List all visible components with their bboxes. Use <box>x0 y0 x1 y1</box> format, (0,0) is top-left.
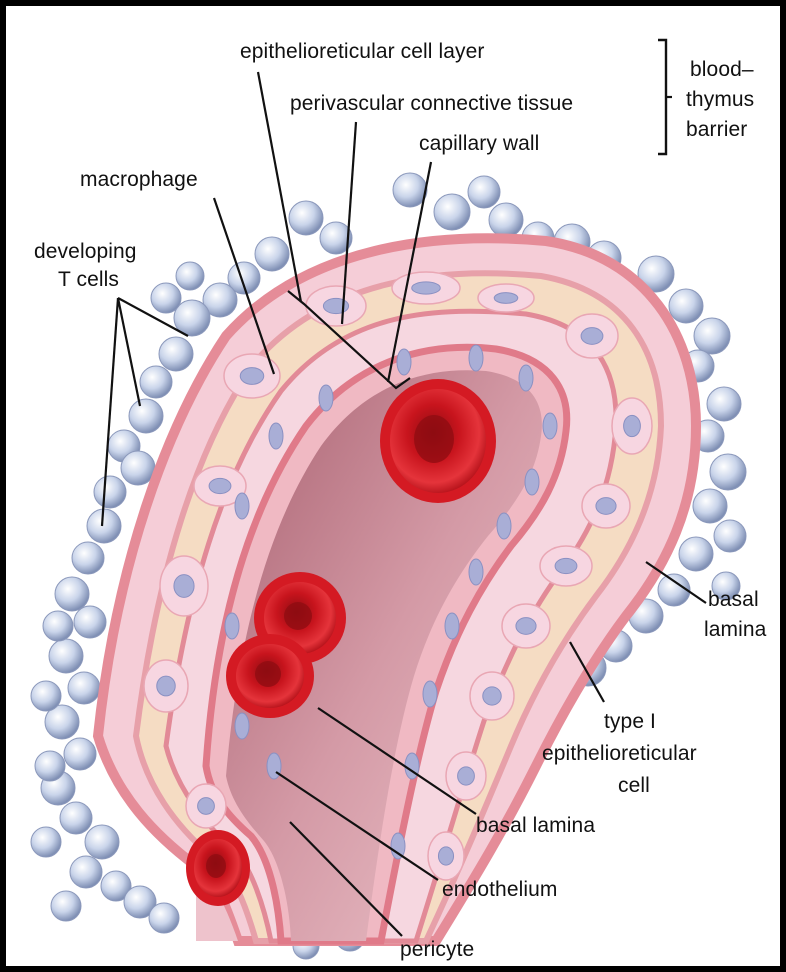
t-cell <box>289 201 323 235</box>
cell-nucleus <box>555 558 577 573</box>
t-cell <box>87 509 121 543</box>
label-developing-line-2: T cells <box>58 268 119 291</box>
t-cell <box>149 903 179 933</box>
t-cell <box>121 451 155 485</box>
endothelial-nucleus <box>391 833 405 859</box>
endothelial-nucleus <box>225 613 239 639</box>
cell-nucleus <box>516 618 536 635</box>
endothelial-nucleus <box>235 713 249 739</box>
t-cell <box>468 176 500 208</box>
label-basal-lamina-bottom: basal lamina <box>476 814 595 837</box>
cell-nucleus <box>412 282 441 294</box>
cell-nucleus <box>581 328 603 345</box>
t-cell <box>70 856 102 888</box>
label-epithelioreticular-cell-layer: epithelioreticular cell layer <box>240 40 485 63</box>
t-cell <box>434 194 470 230</box>
t-cell <box>31 681 61 711</box>
endothelial-nucleus <box>525 469 539 495</box>
t-cell <box>679 537 713 571</box>
t-cell <box>49 639 83 673</box>
label-barrier-line-2: thymus <box>686 88 754 111</box>
cell-nucleus <box>483 687 501 705</box>
t-cell <box>72 542 104 574</box>
endothelial-nucleus <box>235 493 249 519</box>
t-cell <box>68 672 100 704</box>
t-cell <box>159 337 193 371</box>
t-cell <box>35 751 65 781</box>
t-cell <box>714 520 746 552</box>
cell-nucleus <box>323 298 348 313</box>
label-pericyte: pericyte <box>400 938 474 961</box>
t-cell <box>43 611 73 641</box>
t-cell <box>669 289 703 323</box>
t-cell <box>255 237 289 271</box>
t-cell <box>151 283 181 313</box>
label-type1-line-3: cell <box>618 774 650 797</box>
t-cell <box>176 262 204 290</box>
cell-nucleus <box>494 293 518 304</box>
label-macrophage: macrophage <box>80 168 198 191</box>
cell-nucleus <box>624 415 641 436</box>
endothelial-nucleus <box>319 385 333 411</box>
t-cell <box>51 891 81 921</box>
cell-nucleus <box>174 575 194 598</box>
t-cell <box>707 387 741 421</box>
label-capillary-wall: capillary wall <box>419 132 539 155</box>
red-blood-cell <box>380 379 496 503</box>
t-cell <box>129 399 163 433</box>
barrier-brace <box>658 40 666 154</box>
endothelial-nucleus <box>445 613 459 639</box>
label-barrier-line-3: barrier <box>686 118 747 141</box>
endothelial-nucleus <box>423 681 437 707</box>
cell-nucleus <box>596 498 616 515</box>
label-type1-line-2: epithelioreticular <box>542 742 697 765</box>
t-cell <box>710 454 746 490</box>
endothelial-nucleus <box>397 349 411 375</box>
t-cell <box>693 489 727 523</box>
label-barrier-line-1: blood– <box>690 58 754 81</box>
endothelial-nucleus <box>469 559 483 585</box>
t-cell <box>393 173 427 207</box>
t-cell <box>60 802 92 834</box>
endothelial-nucleus <box>469 345 483 371</box>
cell-nucleus <box>240 368 264 385</box>
endothelial-nucleus <box>543 413 557 439</box>
label-type1-line-1: type I <box>604 710 656 733</box>
leader-tcell-2 <box>118 298 140 406</box>
label-perivascular-connective-tissue: perivascular connective tissue <box>290 92 573 115</box>
t-cell <box>94 476 126 508</box>
endothelial-nucleus <box>519 365 533 391</box>
label-basal-lamina-right-line-1: basal <box>708 588 759 611</box>
cell-nucleus <box>458 767 475 785</box>
label-basal-lamina-right-line-2: lamina <box>704 618 767 641</box>
endothelial-nucleus <box>269 423 283 449</box>
red-blood-cell <box>226 634 314 718</box>
t-cell <box>74 606 106 638</box>
t-cell <box>694 318 730 354</box>
cell-nucleus <box>209 478 231 493</box>
t-cell <box>140 366 172 398</box>
t-cell <box>31 827 61 857</box>
endothelial-nucleus <box>497 513 511 539</box>
label-endothelium: endothelium <box>442 878 558 901</box>
t-cell <box>85 825 119 859</box>
cell-nucleus <box>438 847 453 865</box>
t-cell <box>64 738 96 770</box>
cell-nucleus <box>198 798 215 815</box>
red-blood-cell <box>186 830 250 906</box>
t-cell <box>55 577 89 611</box>
blood-thymus-barrier-diagram: epithelioreticular cell layer perivascul… <box>6 6 780 966</box>
t-cell <box>489 203 523 237</box>
cell-nucleus <box>157 676 175 696</box>
label-developing-line-1: developing <box>34 240 137 263</box>
